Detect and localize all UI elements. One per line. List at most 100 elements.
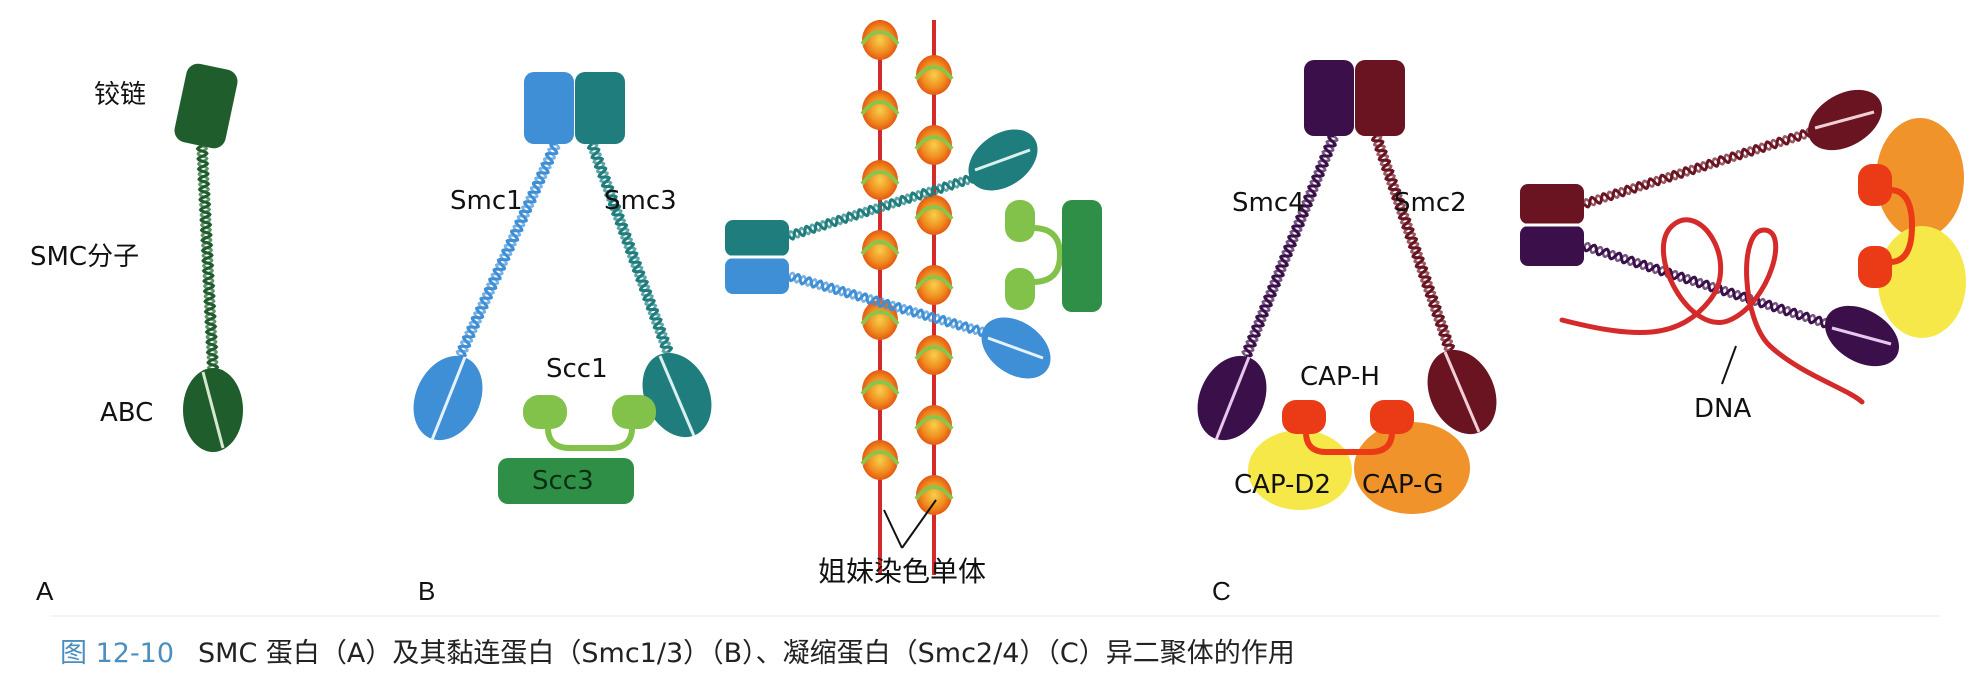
- nucleosome: [862, 160, 898, 200]
- smc4-label: Smc4: [1232, 188, 1305, 218]
- coil-strand: [1372, 134, 1454, 352]
- nucleosome: [916, 405, 952, 445]
- nucleosome-dna-wrap: [860, 170, 900, 186]
- coil-strand: [1582, 127, 1820, 207]
- nucleosome: [862, 440, 898, 480]
- smc-molecule-label: SMC分子: [30, 242, 140, 272]
- coil-strand: [589, 142, 671, 354]
- nucleosome: [862, 230, 898, 270]
- smc4-coiled-coil: [1241, 134, 1339, 358]
- cohesin-hinge-upper: [725, 220, 789, 256]
- smc-hinge-domain: [174, 63, 238, 149]
- coil-strand: [787, 173, 982, 239]
- cap-h-linker: [1303, 431, 1395, 455]
- nucleosome-dna-wrap: [860, 450, 900, 466]
- cap-g-label: CAP-G: [1362, 470, 1444, 500]
- abc-label: ABC: [100, 398, 154, 428]
- panel-a-label: A: [36, 576, 54, 606]
- smc3-coiled-coil: [586, 142, 674, 354]
- nucleosome: [916, 125, 952, 165]
- sister-chromatids-label: 姐妹染色单体: [818, 555, 987, 588]
- nucleosome-dna-wrap: [860, 310, 900, 326]
- panel-c-label: C: [1212, 576, 1231, 606]
- cohesin-hinge-lower: [725, 258, 789, 294]
- dna-strand: [1559, 217, 1865, 405]
- nucleosome: [916, 475, 952, 515]
- nucleosome-dna-wrap: [914, 275, 954, 291]
- smc3-label: Smc3: [604, 186, 677, 216]
- condensin-hinge-upper: [1520, 184, 1584, 224]
- smc4-arm-on-dna: [1582, 241, 1836, 331]
- smc3-head-on-chromatids-highlight: [974, 148, 1031, 172]
- nucleosome: [862, 20, 898, 60]
- nucleosome: [916, 265, 952, 305]
- nucleosome: [916, 335, 952, 375]
- smc4-hinge: [1304, 60, 1354, 136]
- smc1-hinge: [524, 72, 574, 144]
- nucleosome: [916, 55, 952, 95]
- panel-b-cohesin: [413, 72, 712, 504]
- scc3-on-chromatids: [1062, 200, 1102, 312]
- cap-h-right-lobe: [1370, 400, 1414, 434]
- smc2-head-highlight: [1443, 351, 1481, 433]
- nucleosome-dna-wrap: [914, 65, 954, 81]
- smc1-label: Smc1: [450, 186, 523, 216]
- sister-chromatid-pointer-right: [901, 499, 937, 549]
- cap-h-upper-lobe: [1858, 164, 1892, 206]
- abc-head-highlight: [201, 371, 225, 449]
- scc1-upper-lobe: [1005, 200, 1035, 242]
- nucleosome-dna-wrap: [914, 205, 954, 221]
- nucleosome: [862, 370, 898, 410]
- nucleosome-dna-wrap: [860, 30, 900, 46]
- scc1-right-lobe: [612, 395, 656, 429]
- figure-number: 图 12-10: [60, 638, 175, 669]
- nucleosome-dna-wrap: [860, 100, 900, 116]
- scc1-linker: [545, 427, 635, 451]
- smc3-arm-on-chromatids: [787, 171, 982, 241]
- smc3-hinge: [575, 72, 625, 144]
- coil-strand: [455, 143, 561, 357]
- nucleosome-dna-wrap: [914, 135, 954, 151]
- nucleosome-dna-wrap: [860, 380, 900, 396]
- scc3-label: Scc3: [532, 466, 594, 496]
- dna-label: DNA: [1694, 394, 1752, 424]
- smc4-head-highlight: [1214, 356, 1251, 441]
- smc1-head-on-chromatids-highlight: [987, 336, 1044, 360]
- panel-b-cohesin-on-chromatids: [725, 20, 1102, 575]
- panel-b-label: B: [418, 576, 436, 606]
- cap-h-left-lobe: [1282, 400, 1326, 434]
- nucleosome-dna-wrap: [914, 485, 954, 501]
- coil-strand: [788, 271, 991, 339]
- panel-c-condensin: [1197, 60, 1497, 514]
- nucleosome: [862, 300, 898, 340]
- smc2-head-on-dna-highlight: [1814, 110, 1875, 130]
- condensin-hinge-lower: [1520, 226, 1584, 266]
- panel-a-smc-molecule: [174, 63, 243, 452]
- smc2-coiled-coil: [1370, 134, 1456, 352]
- nucleosome-dna-wrap: [914, 345, 954, 361]
- scc1-label: Scc1: [546, 354, 608, 384]
- smc2-hinge: [1355, 60, 1405, 136]
- smc-coiled-coil-arm: [195, 144, 220, 372]
- nucleosome-dna-wrap: [860, 240, 900, 256]
- nucleosome-array: [860, 20, 954, 515]
- caption-text: SMC 蛋白（A）及其黏连蛋白（Smc1/3）（B）、凝缩蛋白（Smc2/4）（…: [198, 638, 1295, 669]
- cap-g-on-dna: [1876, 118, 1964, 238]
- scc1-left-lobe: [523, 395, 567, 429]
- panel-c-condensin-on-dna: [1520, 89, 1966, 405]
- scc1-linker-on-chromatids: [1032, 225, 1064, 285]
- dna-pointer: [1721, 345, 1737, 385]
- coil-strand: [1583, 241, 1835, 331]
- cap-h-label: CAP-H: [1300, 362, 1380, 392]
- sister-chromatid-pointer-left: [883, 509, 903, 549]
- nucleosome-dna-wrap: [914, 415, 954, 431]
- cap-d2-label: CAP-D2: [1234, 470, 1331, 500]
- scc3-subunit: [498, 458, 634, 504]
- coil-strand: [196, 144, 219, 372]
- cap-h-linker-on-dna: [1889, 187, 1916, 265]
- smc2-arm-on-dna: [1582, 125, 1820, 209]
- smc4-head-on-dna-highlight: [1831, 326, 1892, 346]
- smc1-coiled-coil: [455, 142, 561, 358]
- hinge-label: 铰链: [94, 80, 147, 110]
